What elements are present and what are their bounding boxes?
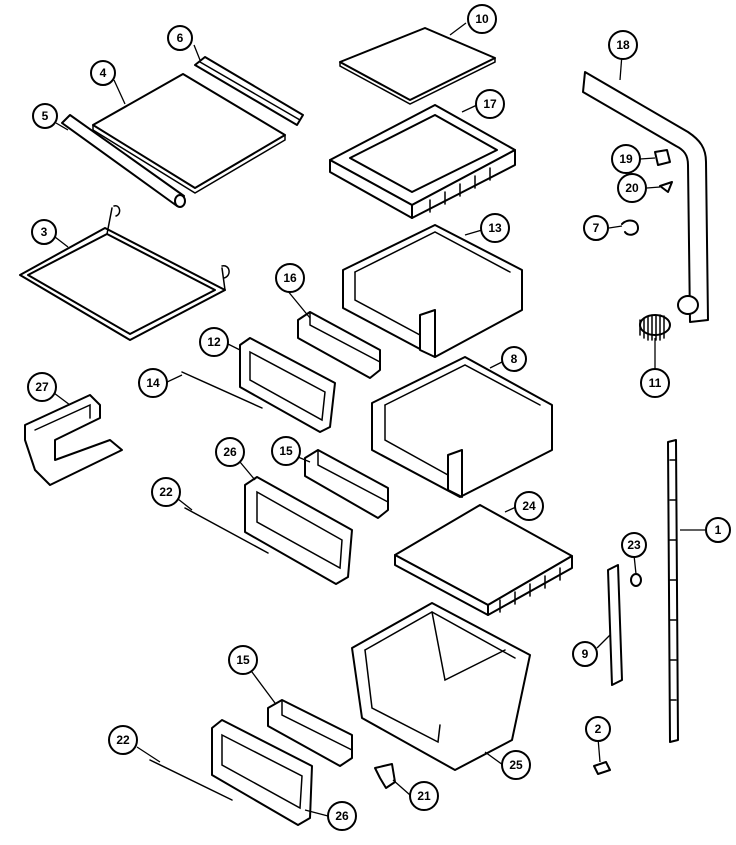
svg-text:24: 24 — [522, 499, 536, 513]
svg-text:13: 13 — [488, 221, 502, 235]
svg-text:16: 16 — [283, 271, 297, 285]
callout-6: 6 — [167, 25, 193, 51]
callout-17: 17 — [475, 89, 505, 119]
svg-text:5: 5 — [42, 109, 49, 123]
leader-lines — [53, 22, 705, 817]
svg-text:15: 15 — [279, 444, 293, 458]
callout-10: 10 — [467, 4, 497, 34]
part-13-crisper-drawer — [342, 224, 523, 358]
callout-15-lower: 15 — [228, 645, 258, 675]
part-10-crisper-cover-glass — [339, 27, 496, 105]
part-9-rail — [607, 564, 623, 686]
callout-16: 16 — [275, 263, 305, 293]
part-18-tube — [582, 71, 709, 323]
part-15-drawer-slide-upper — [304, 449, 389, 519]
svg-text:14: 14 — [146, 376, 160, 390]
callout-18: 18 — [608, 30, 638, 60]
callout-7: 7 — [583, 215, 609, 241]
svg-text:2: 2 — [595, 722, 602, 736]
part-6-shelf-trim-rear — [194, 56, 304, 126]
callout-8: 8 — [501, 346, 527, 372]
callout-13: 13 — [480, 213, 510, 243]
callout-25: 25 — [501, 750, 531, 780]
part-19-clip — [654, 149, 671, 166]
part-14-rod — [181, 371, 263, 409]
svg-text:8: 8 — [511, 352, 518, 366]
svg-text:15: 15 — [236, 653, 250, 667]
callout-5: 5 — [32, 103, 58, 129]
part-23-bushing — [630, 573, 642, 587]
callout-26-upper: 26 — [215, 437, 245, 467]
callout-9: 9 — [572, 641, 598, 667]
svg-text:27: 27 — [35, 380, 49, 394]
part-27-bracket — [24, 394, 123, 486]
callout-11: 11 — [640, 368, 670, 398]
callout-27: 27 — [27, 372, 57, 402]
svg-text:11: 11 — [649, 376, 662, 390]
svg-text:1: 1 — [715, 523, 722, 537]
part-20-fastener — [659, 181, 673, 193]
svg-text:6: 6 — [177, 31, 184, 45]
svg-text:17: 17 — [483, 97, 497, 111]
part-4-shelf-glass — [92, 73, 286, 194]
callout-26-lower: 26 — [327, 801, 357, 831]
part-22-rod-upper — [184, 507, 269, 554]
part-15-drawer-slide-lower — [267, 699, 353, 767]
callout-24: 24 — [514, 491, 544, 521]
callout-1: 1 — [705, 517, 731, 543]
svg-text:22: 22 — [159, 485, 173, 499]
callout-20: 20 — [617, 173, 647, 203]
svg-text:25: 25 — [509, 758, 523, 772]
svg-text:21: 21 — [417, 789, 431, 803]
callout-4: 4 — [90, 60, 116, 86]
svg-text:10: 10 — [475, 12, 489, 26]
part-3-shelf-frame — [19, 205, 230, 341]
part-7-clip — [621, 219, 639, 236]
part-12-drawer-front — [239, 337, 336, 433]
callout-15-upper: 15 — [271, 436, 301, 466]
svg-text:18: 18 — [616, 38, 630, 52]
svg-text:26: 26 — [335, 809, 349, 823]
svg-text:19: 19 — [619, 152, 633, 166]
part-8-crisper-drawer — [371, 356, 553, 498]
callout-22-lower: 22 — [108, 725, 138, 755]
part-25-drawer — [351, 602, 531, 771]
part-16-drawer-slide — [297, 311, 381, 379]
callout-14: 14 — [138, 368, 168, 398]
svg-text:4: 4 — [100, 66, 107, 80]
part-21-clip — [374, 763, 396, 789]
svg-text:23: 23 — [627, 538, 641, 552]
part-11-coupler — [639, 295, 699, 341]
callout-3: 3 — [31, 219, 57, 245]
svg-text:7: 7 — [593, 221, 600, 235]
callout-22-upper: 22 — [151, 477, 181, 507]
svg-text:22: 22 — [116, 733, 130, 747]
svg-text:20: 20 — [625, 181, 639, 195]
part-5-shelf-trim-front — [61, 114, 186, 208]
part-26-drawer-front-lower — [211, 719, 313, 826]
callout-19: 19 — [611, 144, 641, 174]
callout-2: 2 — [585, 716, 611, 742]
part-26-drawer-front-upper — [244, 476, 353, 585]
svg-text:12: 12 — [207, 335, 221, 349]
callout-12: 12 — [199, 327, 229, 357]
part-17-crisper-cover-frame — [329, 104, 516, 219]
part-24-crisper-cover — [394, 504, 573, 616]
svg-text:9: 9 — [582, 647, 589, 661]
part-22-rod-lower — [149, 759, 233, 801]
callout-23: 23 — [621, 532, 647, 558]
callout-21: 21 — [409, 781, 439, 811]
part-1-rail — [667, 439, 679, 743]
part-2-screw — [593, 761, 611, 775]
svg-text:26: 26 — [223, 445, 237, 459]
svg-text:3: 3 — [41, 225, 48, 239]
